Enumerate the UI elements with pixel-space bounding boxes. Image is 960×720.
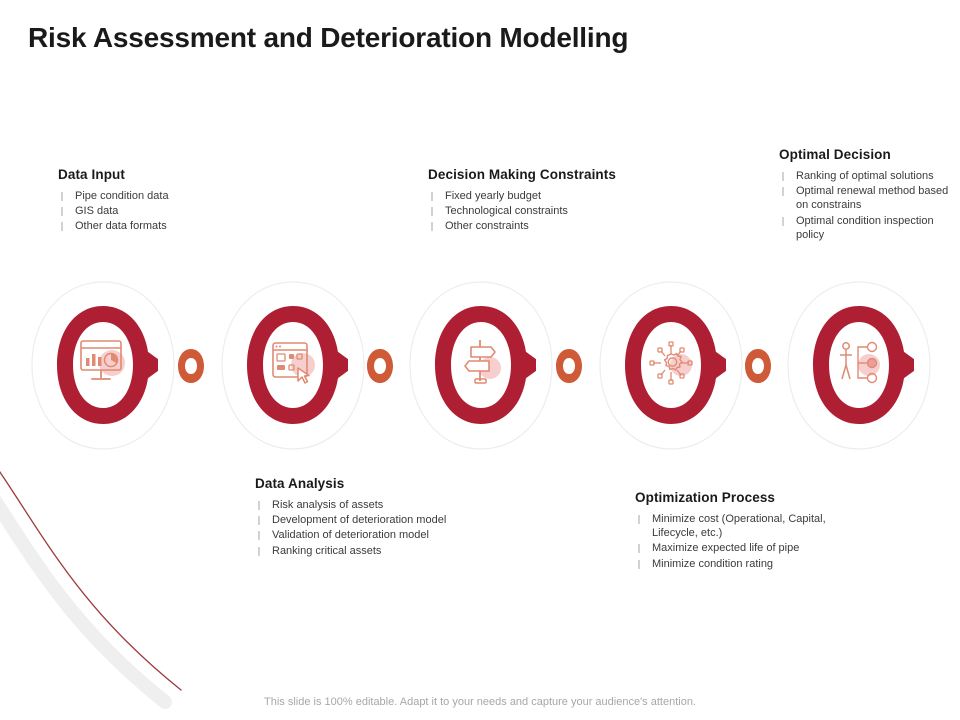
bullet-tick-icon	[258, 531, 260, 541]
bullet-tick-icon	[782, 172, 784, 181]
list-item: Validation of deterioration model	[255, 528, 460, 542]
bullet-list: Pipe condition data GIS data Other data …	[58, 189, 273, 234]
node-ring	[813, 306, 914, 424]
bullet-tick-icon	[782, 187, 784, 197]
signpost-icon	[464, 340, 501, 384]
list-item-label: Ranking of optimal solutions	[796, 170, 934, 182]
list-item: Minimize cost (Operational, Capital, Lif…	[635, 512, 865, 540]
bullet-list: Ranking of optimal solutions Optimal ren…	[779, 169, 954, 242]
list-item: Development of deterioration model	[255, 513, 460, 527]
bullet-tick-icon	[61, 192, 63, 201]
list-item: Risk analysis of assets	[255, 498, 460, 512]
list-item-label: Other data formats	[75, 220, 167, 233]
list-item-label: Ranking critical assets	[272, 544, 382, 557]
block-heading: Decision Making Constraints	[428, 167, 616, 182]
text-block-optimal-decision: Optimal Decision Ranking of optimal solu…	[779, 147, 954, 243]
list-item: Maximize expected life of pipe	[635, 541, 865, 555]
block-heading: Data Analysis	[255, 476, 345, 491]
list-item: Ranking of optimal solutions	[779, 169, 954, 183]
list-item-label: Optimal renewal method based on constrai…	[796, 185, 949, 212]
list-item-label: Minimize condition rating	[652, 557, 774, 570]
list-item: Other constraints	[428, 219, 663, 233]
node-ring	[247, 306, 348, 424]
bullet-list: Risk analysis of assets Development of d…	[255, 498, 460, 558]
list-item-label: Validation of deterioration model	[272, 529, 429, 542]
text-block-optimization-process: Optimization Process Minimize cost (Oper…	[635, 490, 865, 572]
bullet-tick-icon	[61, 222, 63, 232]
text-block-data-input: Data Input Pipe condition data GIS data …	[58, 167, 273, 235]
browser-window-icon	[272, 342, 315, 384]
bullet-tick-icon	[258, 546, 260, 556]
list-item-label: Pipe condition data	[75, 190, 169, 202]
list-item: Other data formats	[58, 219, 273, 233]
page-title: Risk Assessment and Deterioration Modell…	[28, 22, 629, 53]
connector-ring-4	[745, 349, 771, 383]
bullet-tick-icon	[782, 216, 784, 226]
connector-ring-3	[556, 349, 582, 383]
person-decision-tree-icon	[840, 341, 880, 384]
process-node-optimization[interactable]	[596, 278, 746, 453]
list-item: Pipe condition data	[58, 189, 273, 203]
decorative-swoosh	[0, 470, 182, 709]
node-ring	[625, 306, 726, 424]
list-item: GIS data	[58, 204, 273, 218]
node-ring	[57, 306, 158, 424]
process-band	[0, 278, 960, 453]
process-node-decision-making[interactable]	[406, 278, 556, 453]
bullet-tick-icon	[638, 515, 640, 524]
bullet-list: Minimize cost (Operational, Capital, Lif…	[635, 512, 865, 571]
list-item-label: Fixed yearly budget	[445, 190, 541, 202]
connector-ring-2	[367, 349, 393, 383]
gear-network-icon	[649, 341, 693, 385]
bullet-list: Fixed yearly budget Technological constr…	[428, 189, 663, 234]
bullet-tick-icon	[638, 544, 640, 554]
bullet-tick-icon	[638, 559, 640, 569]
process-node-data-analysis[interactable]	[218, 278, 368, 453]
process-node-data-input[interactable]	[28, 278, 178, 453]
list-item-label: GIS data	[75, 205, 119, 218]
bullet-tick-icon	[431, 192, 433, 201]
list-item: Optimal condition inspection policy	[779, 214, 954, 242]
list-item-label: Other constraints	[445, 220, 529, 233]
list-item: Fixed yearly budget	[428, 189, 663, 203]
bullet-tick-icon	[258, 516, 260, 526]
bullet-tick-icon	[61, 207, 63, 217]
monitor-analytics-icon	[80, 340, 125, 380]
text-block-data-analysis: Data Analysis Risk analysis of assets De…	[255, 476, 460, 559]
block-heading: Data Input	[58, 167, 125, 182]
node-ring	[435, 306, 536, 424]
block-heading: Optimization Process	[635, 490, 776, 505]
list-item-label: Optimal condition inspection policy	[796, 214, 934, 241]
list-item: Minimize condition rating	[635, 557, 865, 571]
bullet-tick-icon	[431, 207, 433, 217]
process-node-optimal-decision[interactable]	[784, 278, 934, 453]
text-block-decision-making-constraints: Decision Making Constraints Fixed yearly…	[428, 167, 663, 235]
bullet-tick-icon	[258, 501, 260, 510]
list-item-label: Maximize expected life of pipe	[652, 542, 800, 555]
list-item-label: Minimize cost (Operational, Capital, Lif…	[652, 513, 826, 540]
list-item-label: Development of deterioration model	[272, 514, 447, 527]
bullet-tick-icon	[431, 222, 433, 232]
footer-note: This slide is 100% editable. Adapt it to…	[264, 696, 696, 708]
connector-ring-1	[178, 349, 204, 383]
list-item-label: Technological constraints	[445, 205, 568, 218]
list-item-label: Risk analysis of assets	[272, 499, 384, 511]
block-heading: Optimal Decision	[779, 147, 891, 162]
list-item: Technological constraints	[428, 204, 663, 218]
list-item: Ranking critical assets	[255, 544, 460, 558]
list-item: Optimal renewal method based on constrai…	[779, 184, 954, 212]
